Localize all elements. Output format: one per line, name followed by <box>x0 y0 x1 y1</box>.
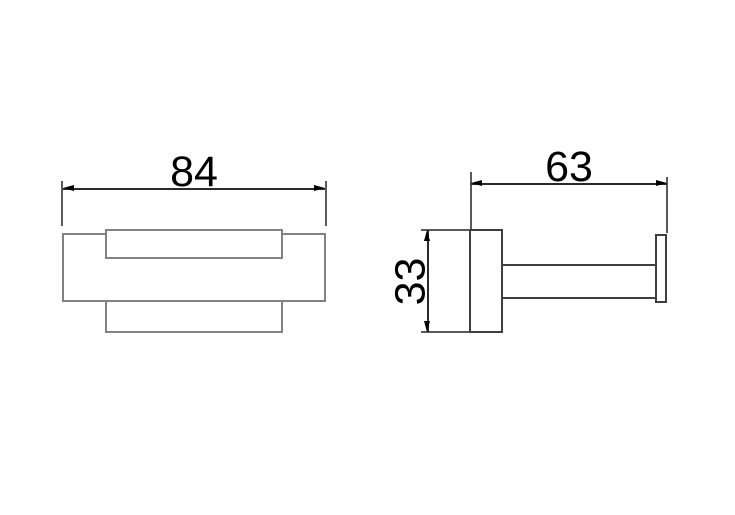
front-hook-bar <box>105 229 283 259</box>
side-arm <box>503 264 655 299</box>
dim-84-extension-line-right <box>325 181 327 226</box>
dim-63-extension-line-right <box>666 177 668 233</box>
dim-33-label: 33 <box>386 257 435 306</box>
dim-63-dimension-line <box>471 183 667 185</box>
dim-84-label: 84 <box>170 148 218 196</box>
dim-33-arrow-bottom-icon <box>424 321 430 332</box>
front-lower-plate <box>105 302 283 333</box>
dim-63-arrow-left-icon <box>471 180 482 186</box>
dim-84-extension-line-left <box>61 181 63 226</box>
dim-84-arrow-left-icon <box>63 185 74 191</box>
dim-33-arrow-top-icon <box>424 230 430 241</box>
dim-63-arrow-right-icon <box>656 180 667 186</box>
dim-84-arrow-right-icon <box>314 185 325 191</box>
dim-84-dimension-line <box>63 188 325 190</box>
dim-63-label: 63 <box>545 143 593 191</box>
side-wall-plate <box>469 229 503 333</box>
dim-63-extension-line-left <box>470 172 472 229</box>
dim-33-dimension-line <box>427 230 429 332</box>
dim-33-extension-line-top <box>421 229 470 231</box>
dim-33-extension-line-bottom <box>421 331 503 333</box>
side-end-plate <box>655 234 667 303</box>
